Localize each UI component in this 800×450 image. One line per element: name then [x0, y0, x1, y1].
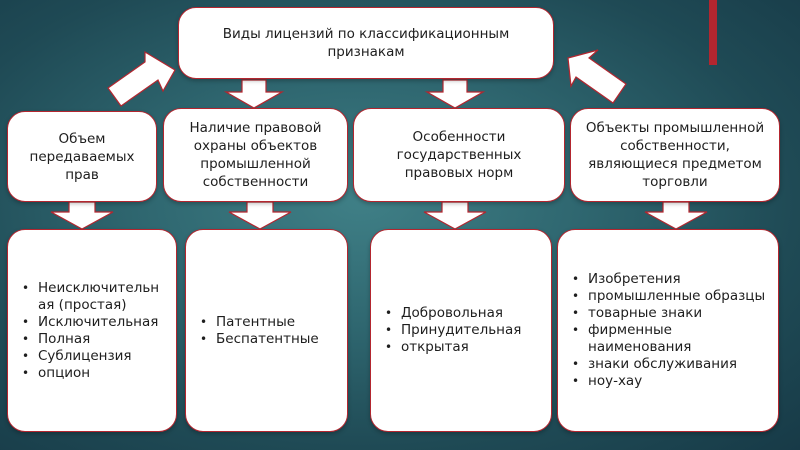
category-box-3: Особенности государственных правовых нор…: [353, 108, 565, 202]
diagram-title-text: Виды лицензий по классификационным призн…: [222, 26, 510, 60]
list-item: товарные знаки: [572, 305, 778, 322]
list-item: Сублицензия: [22, 348, 176, 365]
category-box-1: Объем передаваемых прав: [7, 111, 157, 202]
list-item: Беспатентные: [200, 331, 319, 348]
watermark-text: MyShared: [644, 392, 743, 414]
arrow-down-list-2: [228, 201, 292, 230]
list-item: Полная: [22, 331, 176, 348]
arrow-right-diagonal: [567, 49, 627, 104]
list-item: Неисключительн ая (простая): [22, 280, 176, 314]
arrow-down-3: [424, 79, 486, 109]
list-item: знаки обслуживания: [572, 356, 778, 373]
list-1: Неисключительн ая (простая) Исключительн…: [8, 280, 176, 382]
list-item: Патентные: [200, 314, 319, 331]
category-label-1: Объем передаваемых прав: [29, 130, 135, 183]
list-item: Изобретения: [572, 271, 778, 288]
arrow-down-2: [223, 79, 285, 109]
accent-bar: [709, 0, 717, 65]
arrow-down-list-1: [50, 201, 114, 230]
list-item: ноу-хау: [572, 373, 778, 390]
list-box-4: Изобретения промышленные образцы товарны…: [557, 229, 779, 432]
list-item: фирменные наименования: [572, 322, 778, 356]
watermark: MyShared: [612, 384, 797, 422]
arrow-down-list-4: [644, 201, 708, 230]
list-item: открытая: [385, 339, 521, 356]
arrow-left-diagonal: [107, 50, 176, 107]
list-box-2: Патентные Беспатентные: [185, 229, 348, 432]
myshared-logo-icon: [612, 390, 638, 416]
category-label-2: Наличие правовой охраны объектов промышл…: [189, 120, 322, 190]
list-item: Принудительная: [385, 322, 521, 339]
arrow-down-list-3: [423, 201, 487, 230]
list-4: Изобретения промышленные образцы товарны…: [558, 271, 778, 390]
list-box-1: Неисключительн ая (простая) Исключительн…: [7, 229, 177, 432]
list-box-3: Добровольная Принудительная открытая: [370, 229, 552, 432]
list-item: Добровольная: [385, 305, 521, 322]
list-2: Патентные Беспатентные: [186, 314, 319, 348]
list-3: Добровольная Принудительная открытая: [371, 305, 521, 356]
category-box-4: Объекты промышленной собственности, явля…: [570, 108, 780, 202]
category-label-3: Особенности государственных правовых нор…: [396, 129, 522, 181]
category-box-2: Наличие правовой охраны объектов промышл…: [163, 108, 348, 202]
list-item: Исключительная: [22, 314, 176, 331]
diagram-title: Виды лицензий по классификационным призн…: [178, 7, 554, 79]
list-item: промышленные образцы: [572, 288, 778, 305]
list-item: опцион: [22, 365, 176, 382]
category-label-4: Объекты промышленной собственности, явля…: [585, 120, 765, 190]
